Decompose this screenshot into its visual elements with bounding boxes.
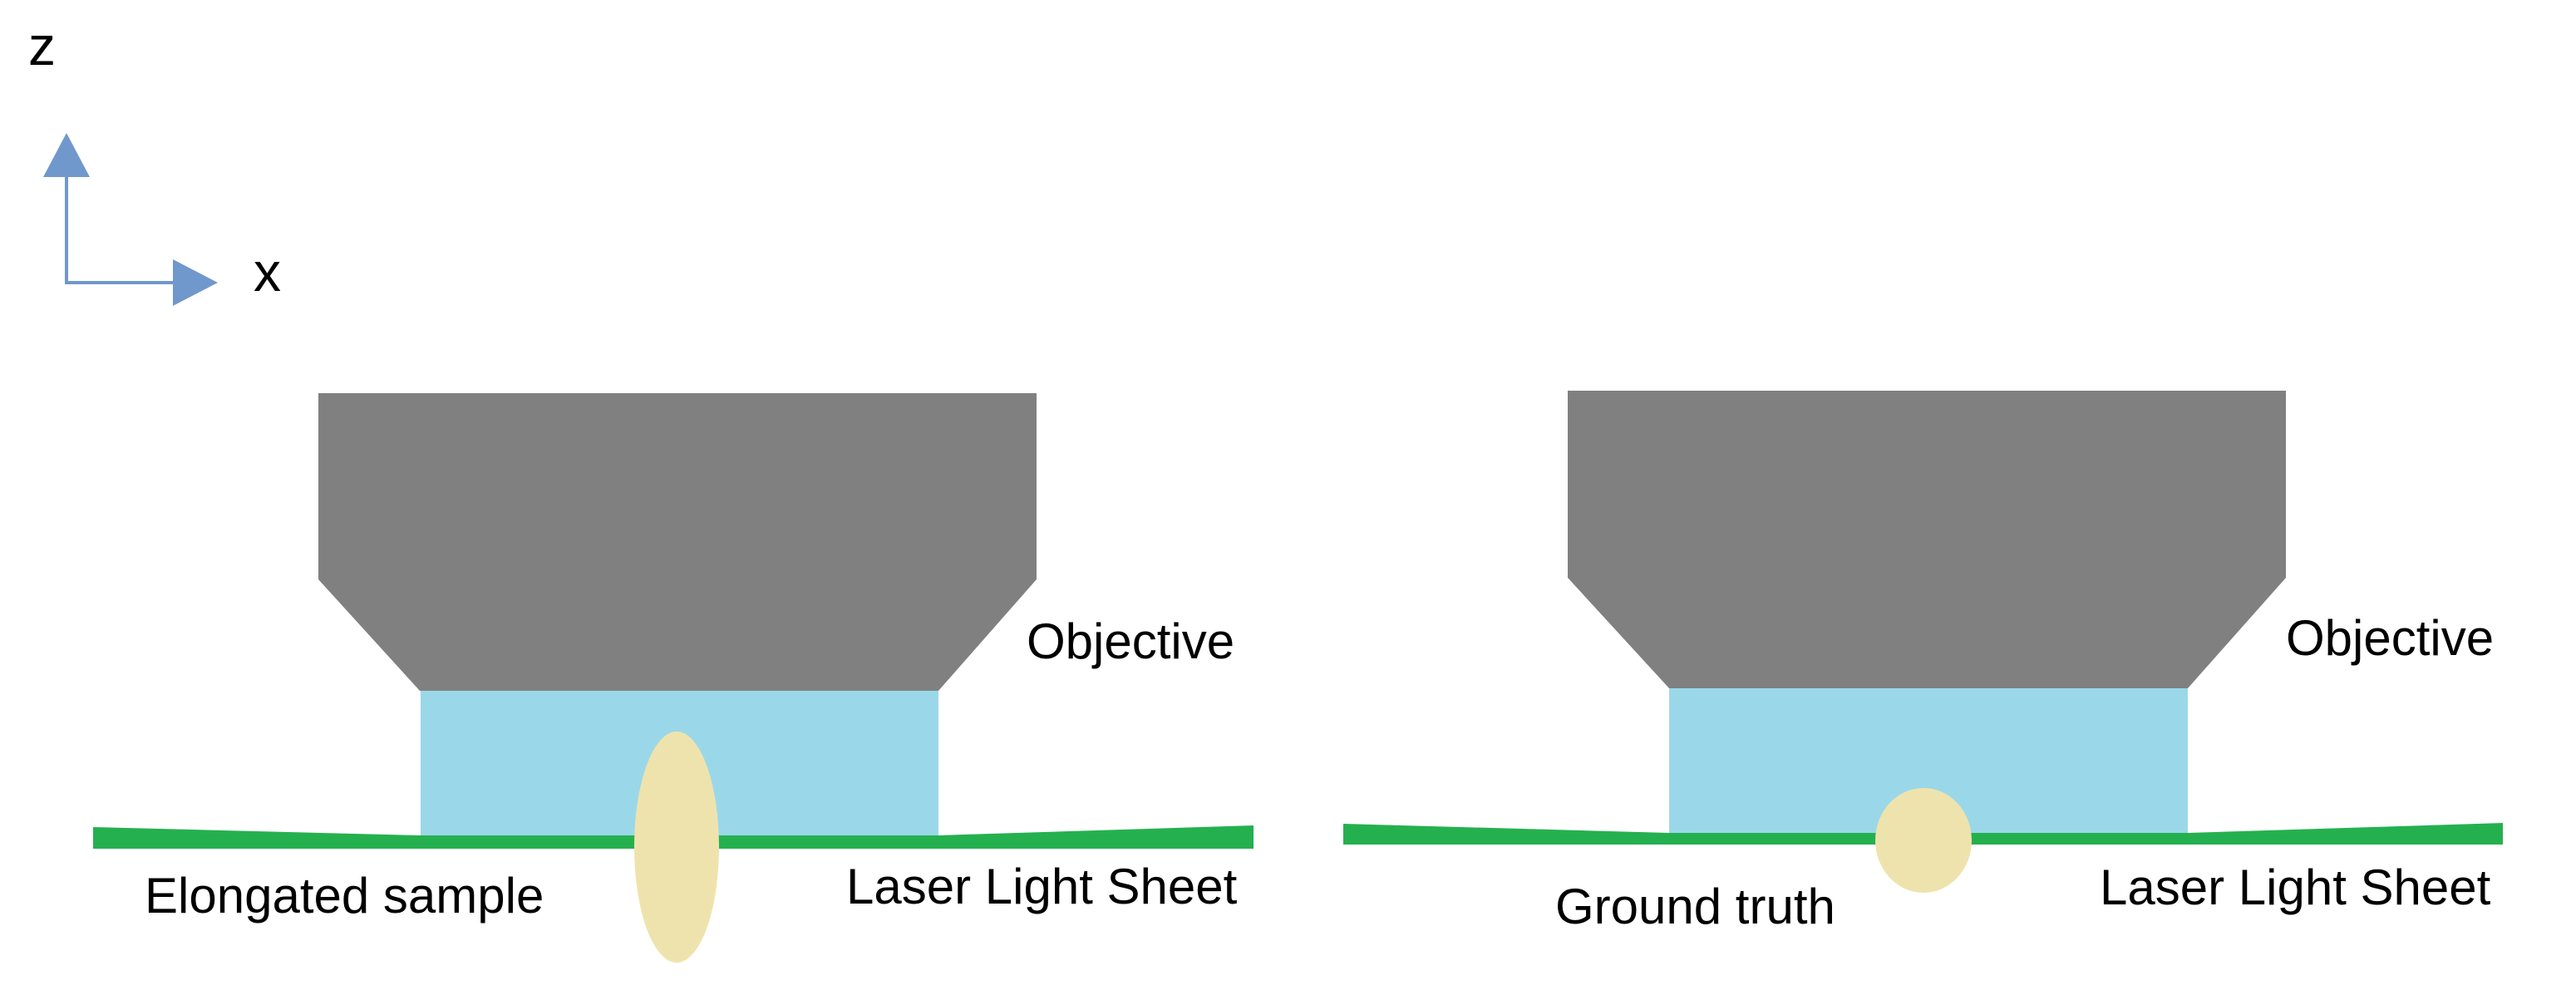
x-axis-label: x [254,241,281,303]
z-axis-label: z [28,15,56,76]
z-axis-arrowhead [43,133,90,177]
panel-ground-truth: Objective Laser Light Sheet Ground truth [1343,391,2503,934]
elongated-sample [634,731,719,963]
objective-label: Objective [2286,610,2494,666]
sample-label: Ground truth [1555,879,1835,934]
panel-elongated: Objective Laser Light Sheet Elongated sa… [93,393,1254,963]
sample-label: Elongated sample [145,868,544,924]
x-axis-arrowhead [173,259,218,306]
objective-body [1568,391,2286,688]
objective-label: Objective [1027,613,1234,669]
ground-truth-sample [1875,788,1972,893]
axis-indicator: z x [28,15,281,306]
light-sheet-label: Laser Light Sheet [846,859,1238,914]
light-sheet-label: Laser Light Sheet [2100,860,2491,915]
objective-body [318,393,1037,691]
